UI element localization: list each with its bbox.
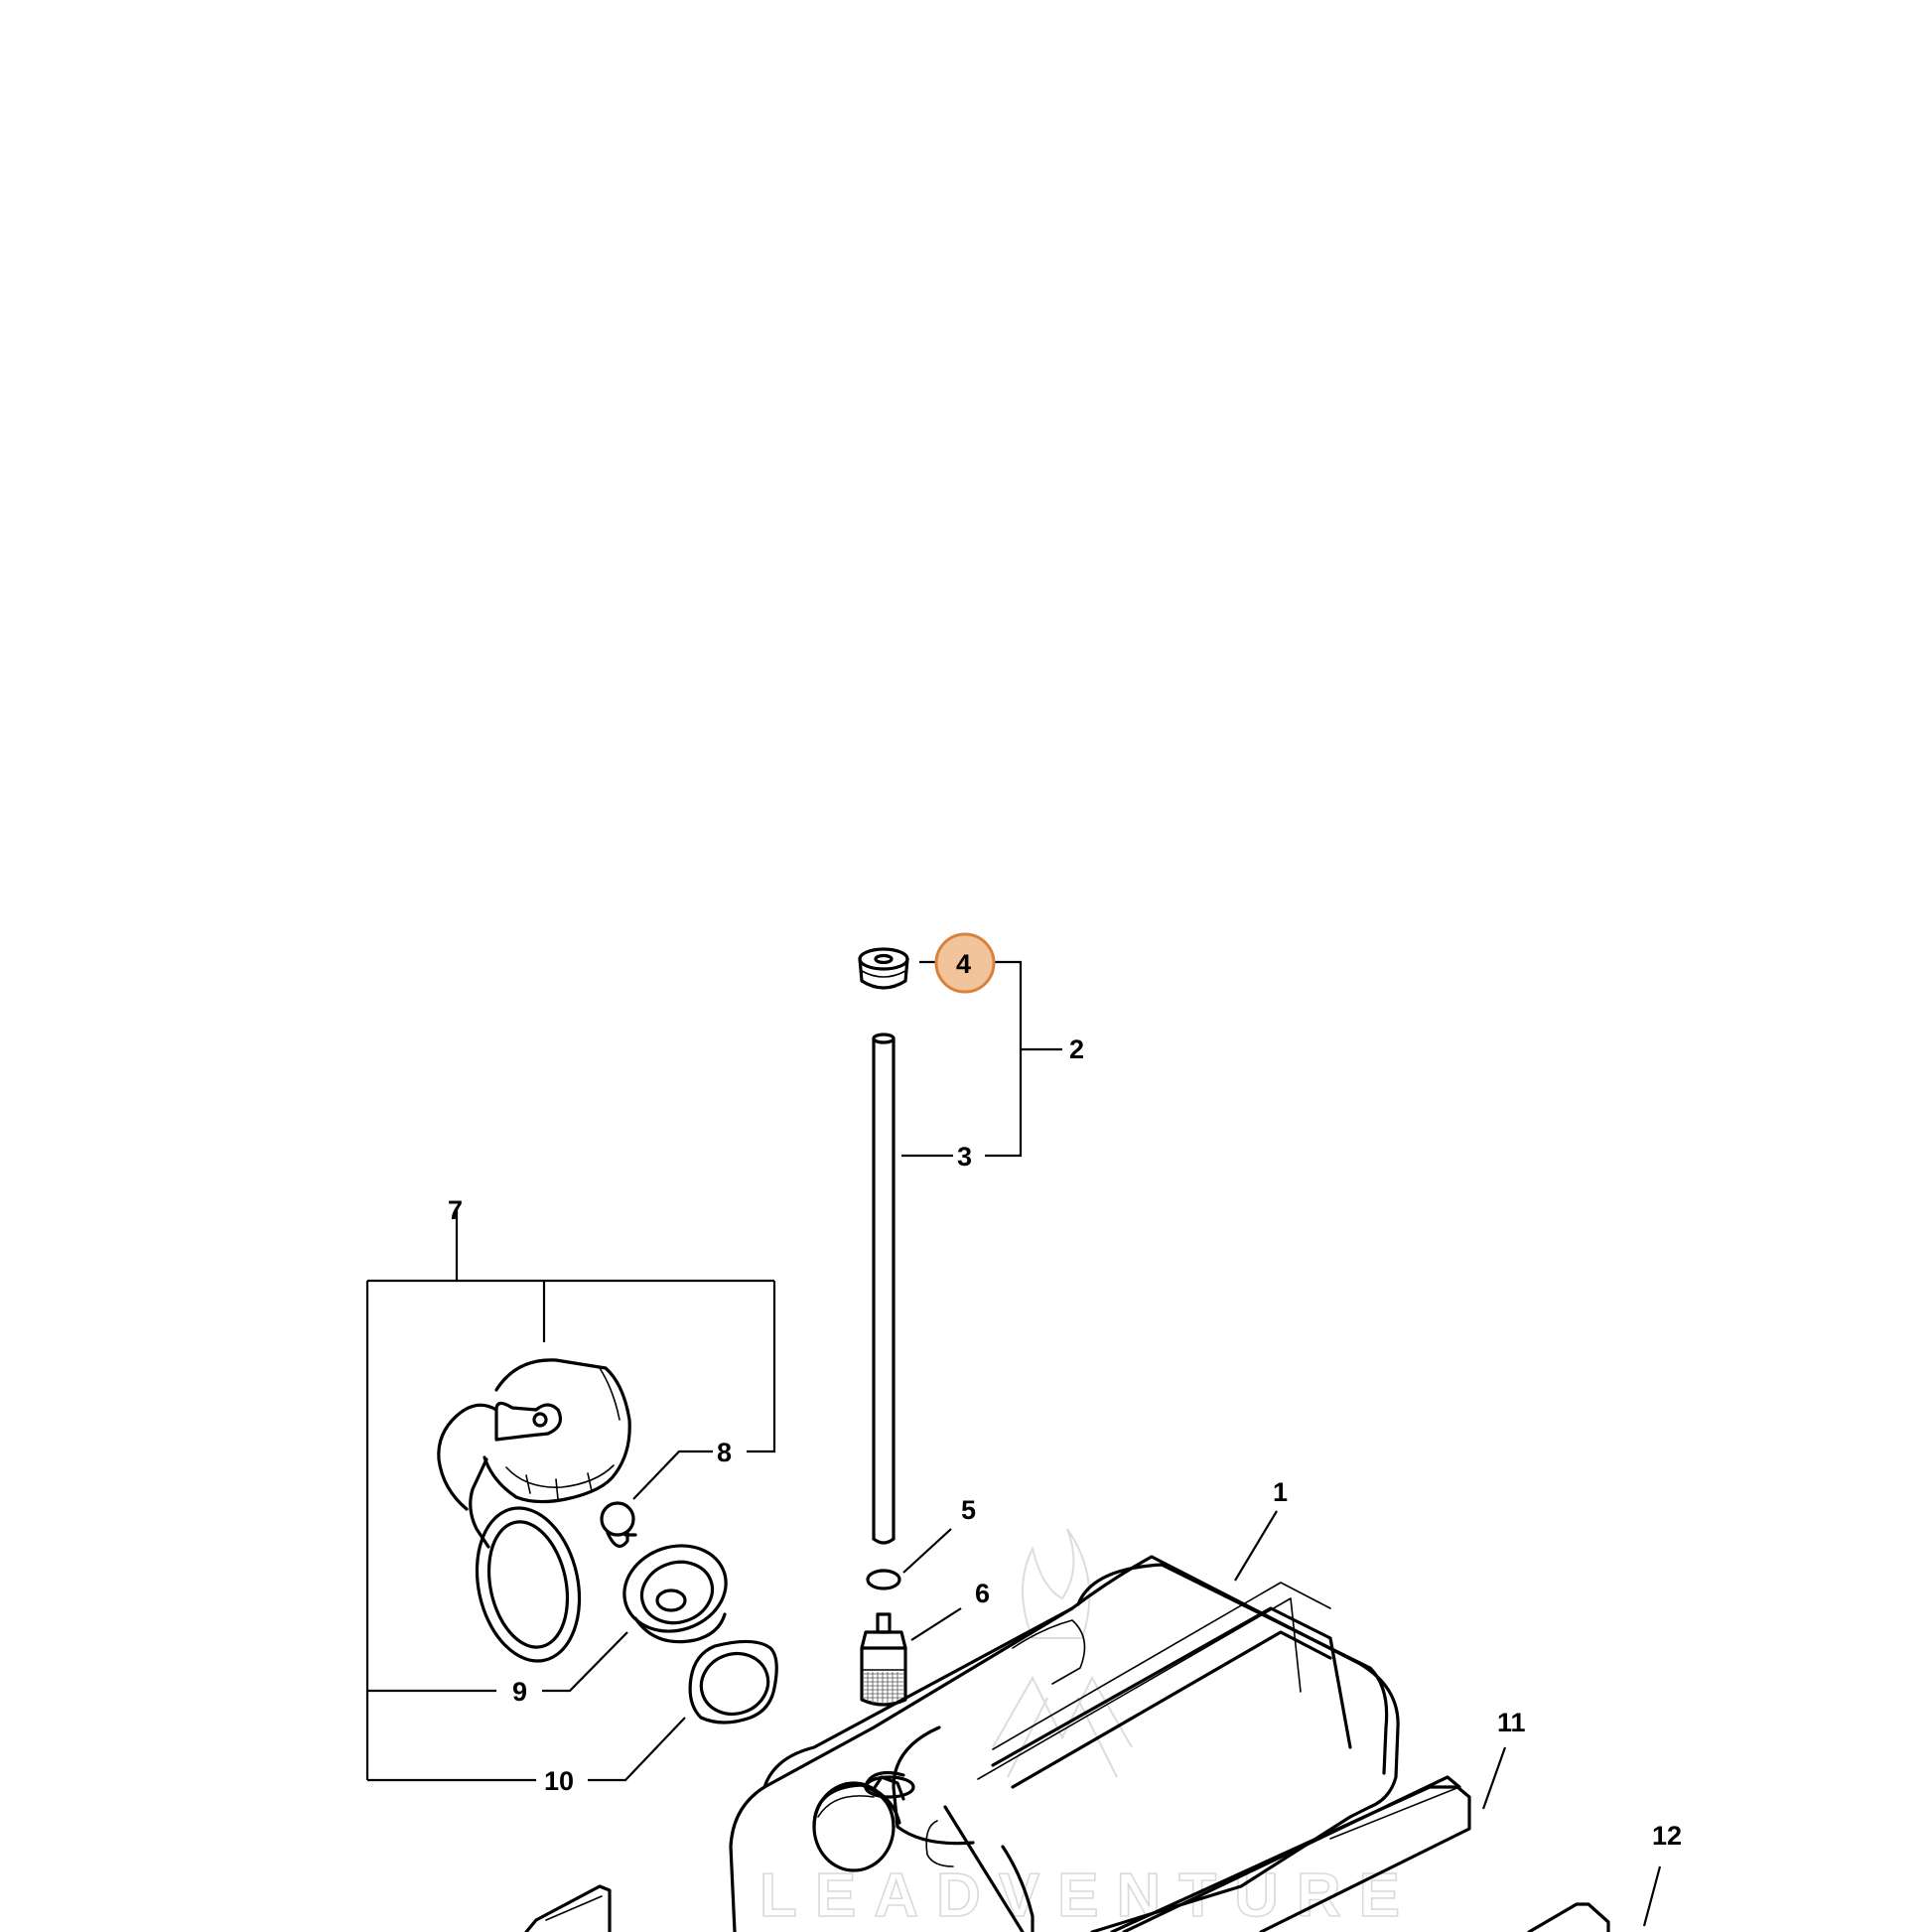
callout-10[interactable]: 10 bbox=[544, 1766, 574, 1796]
hose-clip-part bbox=[866, 1569, 901, 1590]
watermark-text: LEADVENTURE bbox=[759, 1862, 1418, 1930]
fuel-hose-part bbox=[872, 1033, 896, 1545]
callout-4[interactable]: 4 bbox=[956, 949, 971, 979]
seal-ring-part bbox=[688, 1639, 778, 1725]
callout-11[interactable]: 11 bbox=[1497, 1708, 1526, 1737]
cap-insert-part bbox=[622, 1544, 728, 1644]
watermark-logo-icon bbox=[992, 1528, 1133, 1778]
callout-labels: 1 2 3 4 5 6 7 8 9 10 11 12 bbox=[448, 949, 1682, 1851]
vent-valve-part bbox=[600, 1501, 637, 1549]
callout-12[interactable]: 12 bbox=[1652, 1821, 1682, 1851]
callout-7[interactable]: 7 bbox=[448, 1195, 463, 1225]
watermark: LEADVENTURE bbox=[759, 1528, 1418, 1931]
callout-3[interactable]: 3 bbox=[957, 1142, 972, 1172]
callout-8[interactable]: 8 bbox=[717, 1438, 732, 1467]
callout-2[interactable]: 2 bbox=[1069, 1035, 1084, 1064]
callout-1[interactable]: 1 bbox=[1273, 1477, 1288, 1507]
callout-6[interactable]: 6 bbox=[975, 1579, 990, 1608]
bracket-fragment-part bbox=[524, 1884, 612, 1932]
filler-cap-part bbox=[437, 1358, 631, 1663]
fuel-tank-part bbox=[729, 1555, 1400, 1932]
grommet-part bbox=[858, 947, 909, 990]
foot-pad-part bbox=[1527, 1902, 1610, 1932]
callout-4-highlight[interactable] bbox=[934, 932, 996, 994]
rail-part bbox=[1110, 1775, 1471, 1932]
callout-5[interactable]: 5 bbox=[961, 1495, 976, 1525]
fuel-filter-part bbox=[860, 1612, 907, 1707]
callout-9[interactable]: 9 bbox=[512, 1677, 527, 1707]
